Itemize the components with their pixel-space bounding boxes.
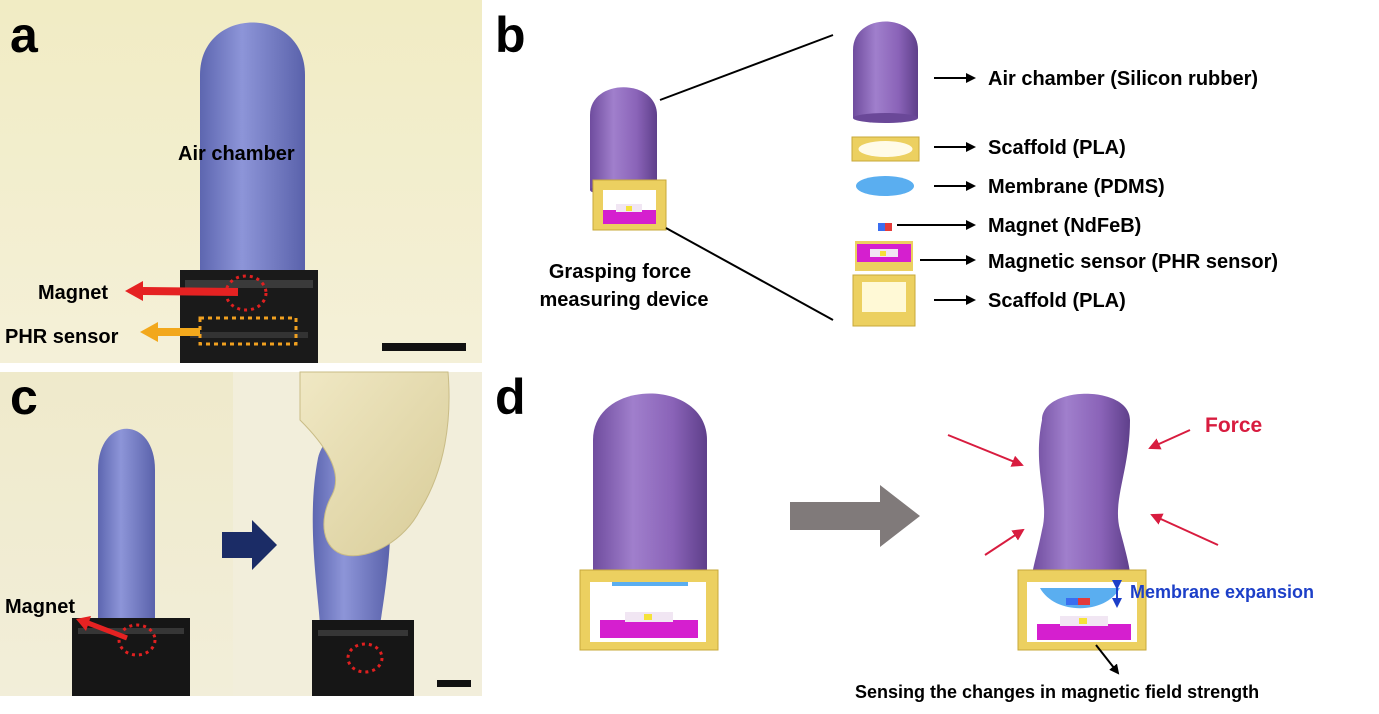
panel-a-sensor-arrow [140,322,158,342]
panel-d: d [495,369,1314,702]
force-arrow-4 [1150,513,1219,546]
panel-b-letter: b [495,7,526,63]
phr-sensor-label: PHR sensor [5,326,119,348]
device-at-rest [579,393,719,651]
part-label-sensor: Magnetic sensor (PHR sensor) [988,251,1278,273]
sensing-label: Sensing the changes in magnetic field st… [855,682,1259,702]
part-label-membrane: Membrane (PDMS) [988,176,1165,198]
panel-c-letter: c [10,369,38,425]
panel-c-scale-bar [437,680,471,687]
panel-c-magnet-label: Magnet [5,596,75,618]
force-label: Force [1205,414,1262,437]
panel-d-transition-arrow [790,485,920,547]
part-scaffold-top [851,136,920,162]
panel-a-letter: a [10,7,39,63]
assembled-device [590,87,667,231]
panel-c-magnet-arrow [76,616,91,631]
zoom-line-bottom [665,227,834,321]
panel-c-magnet-marker-left [117,623,157,657]
sensing-arrow [1095,644,1120,675]
part-scaffold-bottom [852,274,916,327]
panel-a-scale-bar [382,343,466,351]
force-arrow-2 [1148,429,1191,450]
panel-a-air-chamber [200,22,305,272]
membrane-expansion-label: Membrane expansion [1130,582,1314,602]
part-label-scaffold-top: Scaffold (PLA) [988,137,1126,159]
device-squeezed [1017,393,1147,651]
part-sensor [855,241,913,271]
part-air-chamber [853,21,918,123]
air-chamber-label: Air chamber [178,143,295,165]
zoom-line-top [659,34,834,101]
panel-b: b Grasping force measuring device [495,7,1278,327]
force-arrow-3 [984,528,1025,556]
part-label-air-chamber: Air chamber (Silicon rubber) [988,68,1258,90]
force-arrow-1 [947,434,1024,467]
panel-d-letter: d [495,369,526,425]
part-magnet [878,223,892,231]
panel-c: c Magnet [0,369,482,696]
device-caption-line1: Grasping force [549,261,691,283]
panel-a-magnet-arrow [125,281,143,301]
part-membrane [856,176,914,196]
panel-a-sensor-marker [198,316,298,346]
panel-c-glove [299,371,450,557]
device-caption-line2: measuring device [540,289,709,311]
magnet-label: Magnet [38,282,108,304]
panel-c-chamber-relaxed [98,428,155,625]
panel-c-magnet-marker-right [346,642,384,674]
part-label-scaffold-bottom: Scaffold (PLA) [988,290,1126,312]
part-label-magnet: Magnet (NdFeB) [988,215,1141,237]
panel-a: a Air chamber Magnet PHR sensor [0,0,482,363]
panel-c-transition-arrow [222,520,277,570]
